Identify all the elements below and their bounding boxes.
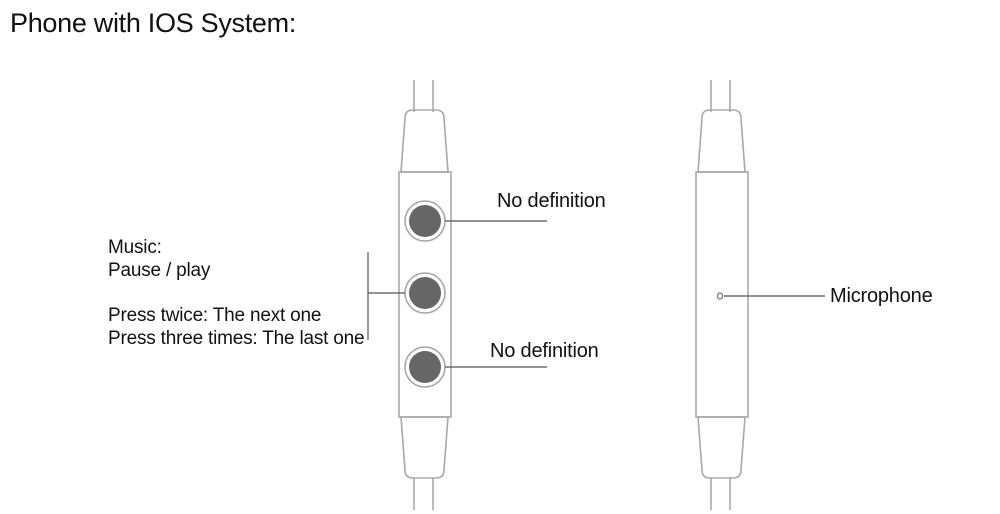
bottom-button-label: No definition bbox=[490, 340, 599, 362]
middle-button bbox=[409, 277, 441, 309]
right-bottom-cap bbox=[697, 416, 746, 479]
press-twice-text: Press twice: The next one bbox=[108, 305, 322, 326]
page-title: Phone with IOS System: bbox=[10, 8, 297, 38]
bottom-button bbox=[409, 351, 441, 383]
left-remote-buttons bbox=[404, 200, 446, 388]
left-leader-lines bbox=[367, 220, 547, 368]
microphone-hole bbox=[716, 292, 724, 300]
top-button bbox=[409, 205, 441, 237]
right-top-cap bbox=[697, 109, 746, 173]
left-bottom-cap bbox=[400, 416, 449, 479]
pause-play-text: Pause / play bbox=[108, 260, 211, 281]
microphone-label: Microphone bbox=[830, 285, 933, 307]
left-remote bbox=[398, 80, 452, 510]
left-top-cap bbox=[400, 109, 449, 173]
music-heading: Music: bbox=[108, 237, 162, 258]
top-button-label: No definition bbox=[497, 190, 606, 212]
press-three-text: Press three times: The last one bbox=[108, 328, 365, 349]
right-remote bbox=[695, 80, 749, 510]
